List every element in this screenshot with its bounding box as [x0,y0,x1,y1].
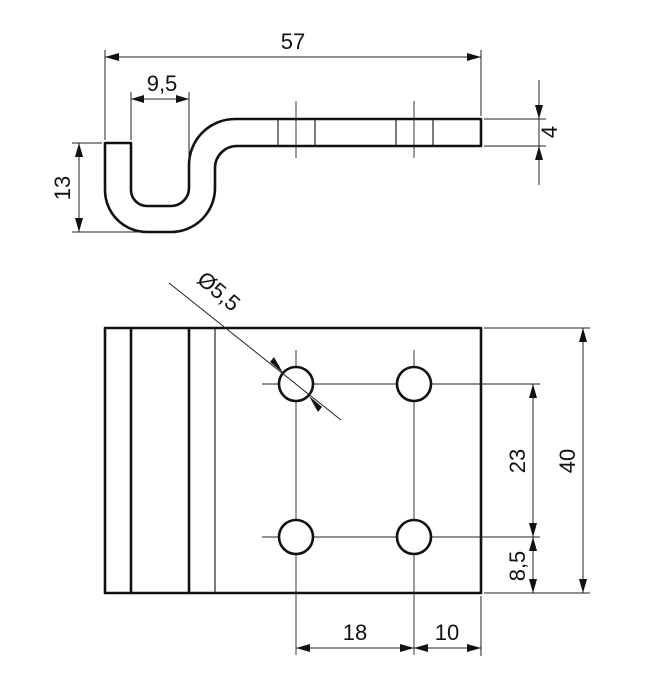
dim-label-57: 57 [281,29,305,54]
arrow-13-top [75,143,83,157]
dim-label-4: 4 [537,126,562,138]
arrow-40-bottom [579,579,587,593]
arrow-8-5-top [529,537,537,551]
dim-label-8-5: 8,5 [505,551,530,582]
side-view: 57 9,5 13 4 [50,29,562,234]
arrow-18-left [296,644,310,652]
plan-view: Ø5,5 40 23 8,5 18 10 [103,266,590,656]
dim-label-13: 13 [50,176,75,200]
arrow-10-right [467,644,481,652]
arrow-4-top [535,105,543,119]
arrow-9-5-right [176,95,189,103]
hole-bottom-left [277,518,315,556]
hook-bracket-profile [103,117,483,234]
arrow-57-right [467,53,481,61]
dim-label-9-5: 9,5 [147,71,178,96]
dim-label-40: 40 [555,449,580,473]
arrow-8-5-bottom [529,579,537,593]
arrow-diameter-1 [270,357,283,373]
arrow-57-left [105,53,119,61]
hole-bottom-right [395,518,433,556]
arrow-23-bottom [529,523,537,537]
dim-label-18: 18 [343,620,367,645]
arrow-18-right [400,644,414,652]
dim-label-23: 23 [505,449,530,473]
arrow-9-5-left [131,95,144,103]
arrow-4-bottom [535,146,543,160]
arrow-23-top [529,384,537,398]
diameter-leader-line [168,282,342,421]
plate-outline [103,326,483,595]
arrow-diameter-2 [309,396,322,412]
arrow-13-bottom [75,218,83,232]
dim-label-10: 10 [435,620,459,645]
hole-top-right [395,365,433,403]
arrow-10-left [414,644,428,652]
arrow-40-top [579,328,587,342]
dim-label-diameter: Ø5,5 [193,266,246,316]
